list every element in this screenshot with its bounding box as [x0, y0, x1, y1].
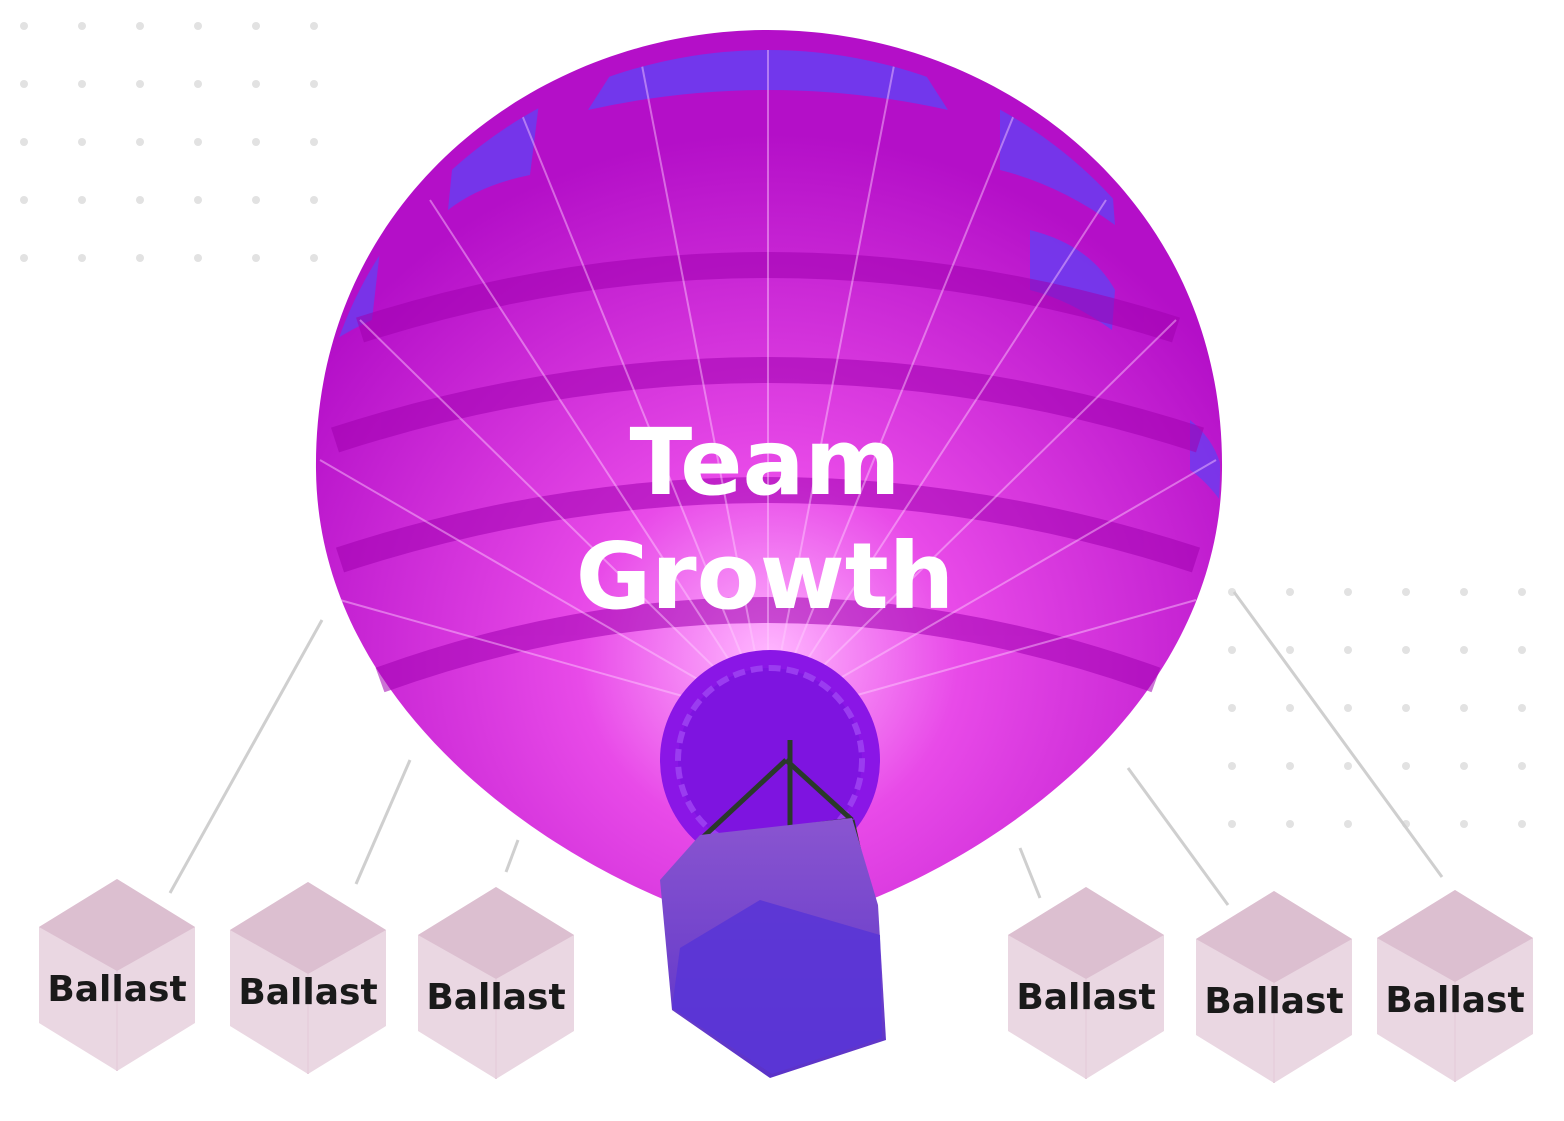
grid-dot	[194, 22, 202, 30]
rope-2	[354, 759, 412, 885]
grid-dot	[252, 22, 260, 30]
grid-dot	[310, 80, 318, 88]
balloon-panel-bands	[331, 252, 1205, 693]
rope-5	[1126, 767, 1230, 906]
grid-dot	[78, 138, 86, 146]
ballast-cube-icon: Ballast	[39, 879, 195, 1071]
grid-dot	[310, 138, 318, 146]
grid-dot	[252, 80, 260, 88]
ballast-cube-top	[418, 887, 574, 979]
dot-grid-top-left	[20, 22, 318, 262]
grid-dot	[1286, 704, 1294, 712]
grid-dot	[1460, 704, 1468, 712]
ballast-label: Ballast	[1016, 977, 1155, 1018]
rope-6	[1232, 591, 1444, 878]
grid-dot	[252, 196, 260, 204]
grid-dot	[1460, 646, 1468, 654]
diagram-title: Team Growth	[576, 409, 955, 630]
grid-dot	[1402, 762, 1410, 770]
grid-dot	[136, 80, 144, 88]
grid-dot	[20, 80, 28, 88]
ballast-cube-top	[1196, 891, 1352, 983]
grid-dot	[1344, 646, 1352, 654]
grid-dot	[194, 254, 202, 262]
grid-dot	[136, 138, 144, 146]
grid-dot	[136, 254, 144, 262]
title-line-team: Team	[630, 409, 901, 516]
balloon-basket-bottom	[672, 900, 882, 1074]
grid-dot	[194, 196, 202, 204]
grid-dot	[1286, 820, 1294, 828]
ballast-cube-icon: Ballast	[230, 882, 386, 1074]
grid-dot	[1518, 762, 1526, 770]
grid-dot	[1228, 762, 1236, 770]
grid-dot	[78, 254, 86, 262]
hot-air-balloon-icon	[315, 30, 1223, 1078]
ballast-label: Ballast	[1385, 980, 1524, 1021]
ballast-label: Ballast	[238, 972, 377, 1013]
grid-dot	[20, 196, 28, 204]
grid-dot	[1286, 646, 1294, 654]
ballast-group: Ballast Ballast Ballast Ballast Ballast Balla…	[39, 879, 1533, 1083]
grid-dot	[194, 138, 202, 146]
ballast-cube-icon: Ballast	[1008, 887, 1164, 1079]
grid-dot	[1344, 588, 1352, 596]
balloon-gore-seams	[319, 50, 1217, 721]
grid-dot	[78, 22, 86, 30]
grid-dot	[1344, 704, 1352, 712]
grid-dot	[20, 254, 28, 262]
grid-dot	[1286, 762, 1294, 770]
grid-dot	[136, 196, 144, 204]
grid-dot	[78, 196, 86, 204]
rope-4	[1018, 847, 1042, 899]
grid-dot	[1402, 588, 1410, 596]
rope-1	[168, 619, 324, 894]
grid-dot	[1344, 762, 1352, 770]
balloon-blue-band-right	[1000, 100, 1115, 225]
grid-dot	[1228, 704, 1236, 712]
grid-dot	[1228, 820, 1236, 828]
grid-dot	[1402, 704, 1410, 712]
ballast-cube-top	[39, 879, 195, 971]
grid-dot	[310, 22, 318, 30]
rope-3	[504, 839, 520, 873]
grid-dot	[1228, 646, 1236, 654]
grid-dot	[20, 22, 28, 30]
grid-dot	[1460, 820, 1468, 828]
title-line-growth: Growth	[576, 523, 955, 630]
ballast-cube-icon: Ballast	[1196, 891, 1352, 1083]
ballast-cube-icon: Ballast	[1377, 890, 1533, 1082]
ballast-label: Ballast	[426, 977, 565, 1018]
ballast-label: Ballast	[1204, 981, 1343, 1022]
grid-dot	[20, 138, 28, 146]
grid-dot	[310, 254, 318, 262]
dot-grid-right	[1228, 588, 1526, 828]
grid-dot	[1460, 588, 1468, 596]
ballast-ropes	[168, 591, 1444, 906]
grid-dot	[1344, 820, 1352, 828]
balloon-envelope	[315, 30, 1223, 900]
grid-dot	[1518, 704, 1526, 712]
grid-dot	[1460, 762, 1468, 770]
balloon-blue-band-left	[448, 95, 540, 210]
grid-dot	[1518, 820, 1526, 828]
ballast-cube-icon: Ballast	[418, 887, 574, 1079]
grid-dot	[1402, 646, 1410, 654]
grid-dot	[136, 22, 144, 30]
grid-dot	[252, 138, 260, 146]
grid-dot	[78, 80, 86, 88]
grid-dot	[310, 196, 318, 204]
ballast-cube-top	[1377, 890, 1533, 982]
grid-dot	[1518, 646, 1526, 654]
grid-dot	[1286, 588, 1294, 596]
grid-dot	[252, 254, 260, 262]
ballast-cube-top	[1008, 887, 1164, 979]
grid-dot	[1518, 588, 1526, 596]
grid-dot	[194, 80, 202, 88]
ballast-label: Ballast	[47, 969, 186, 1010]
ballast-cube-top	[230, 882, 386, 974]
